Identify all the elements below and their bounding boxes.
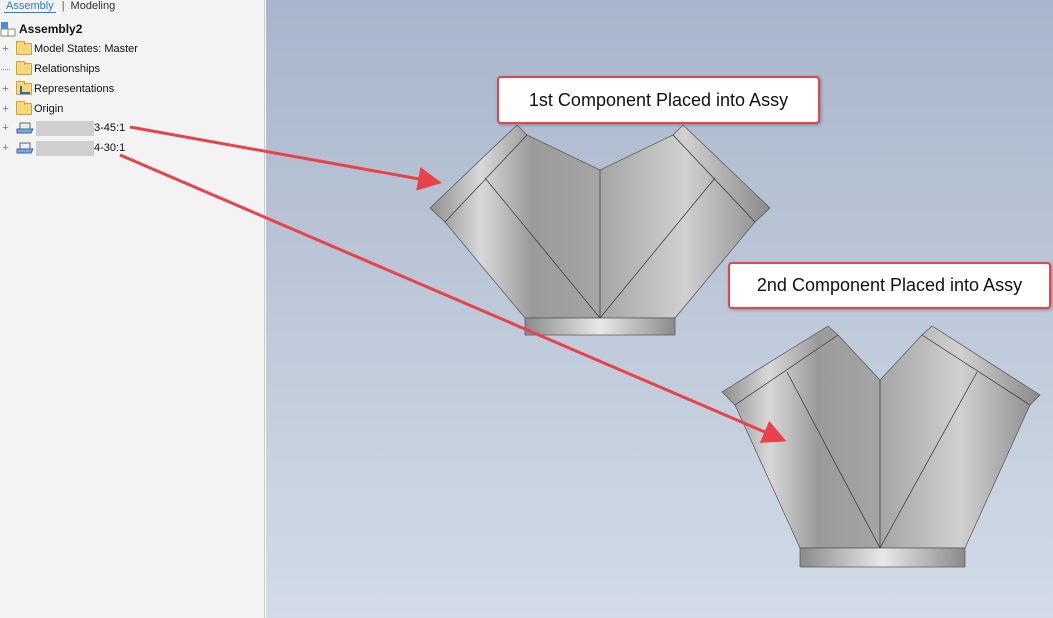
tree-item-label: Representations: [34, 83, 115, 95]
part-icon: [16, 122, 34, 134]
tab-separator: |: [61, 0, 65, 12]
folder-icon: [16, 61, 32, 75]
tree-item-label: Relationships: [34, 63, 101, 75]
representations-folder-icon: [16, 81, 32, 95]
assembly-icon: [0, 22, 16, 37]
tree-connector: [1, 68, 10, 70]
tree-item-model-states[interactable]: + Model States: Master: [0, 40, 138, 58]
tab-assembly[interactable]: Assembly: [4, 0, 56, 13]
expand-icon[interactable]: +: [2, 103, 9, 115]
arrow-1: [129, 125, 442, 191]
tree-item-label: 4-30:1: [94, 142, 126, 154]
wye-component-2[interactable]: [721, 325, 1041, 568]
tree-item-representations[interactable]: + Representations: [0, 80, 114, 98]
tree-root-assembly[interactable]: Assembly2: [0, 20, 82, 38]
wye-component-1[interactable]: [429, 124, 771, 336]
expand-icon[interactable]: +: [2, 122, 9, 134]
tree-root-label: Assembly2: [19, 22, 83, 36]
model-browser-panel: Assembly | Modeling Assembly2 + Model St…: [0, 0, 265, 618]
tree-item-component-1[interactable]: + 3-45:1: [0, 119, 125, 137]
folder-icon: [16, 101, 32, 115]
arrow-2: [119, 153, 787, 443]
callout-second-component: 2nd Component Placed into Assy: [728, 262, 1051, 309]
tab-modeling[interactable]: Modeling: [70, 0, 116, 12]
tree-item-label: Model States: Master: [34, 43, 138, 55]
redacted-name: [36, 120, 94, 136]
part-icon: [16, 142, 34, 154]
redacted-name: [36, 140, 94, 156]
tree-item-label: Origin: [34, 103, 64, 115]
expand-icon[interactable]: +: [2, 43, 9, 55]
tree-item-origin[interactable]: + Origin: [0, 100, 63, 118]
folder-icon: [16, 41, 32, 55]
tree-item-component-2[interactable]: + 4-30:1: [0, 139, 125, 157]
callout-first-component: 1st Component Placed into Assy: [497, 76, 820, 124]
tree-item-label: 3-45:1: [94, 122, 126, 134]
tree-item-relationships[interactable]: Relationships: [0, 60, 100, 78]
expand-icon[interactable]: +: [2, 83, 9, 95]
expand-icon[interactable]: +: [2, 142, 9, 154]
